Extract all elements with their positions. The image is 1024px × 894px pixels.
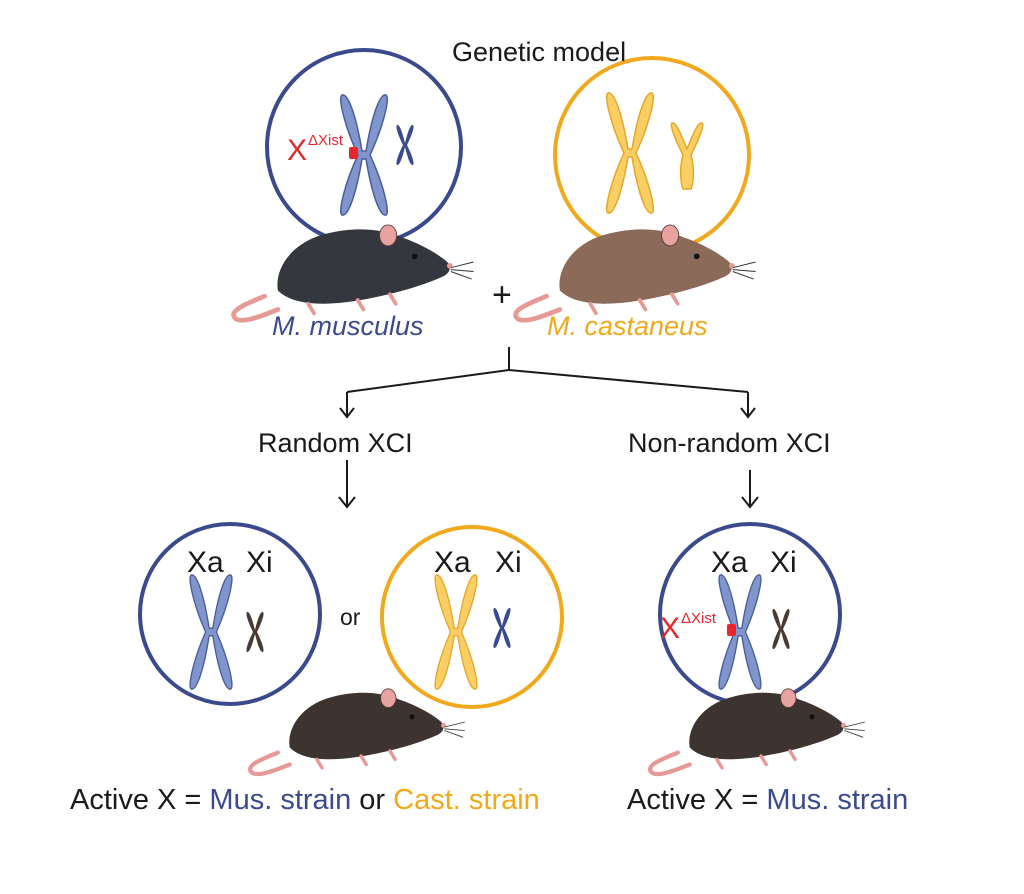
random-blue-xi-label: Xi bbox=[246, 546, 273, 579]
outcome-or: or bbox=[351, 784, 394, 816]
random-outcome-label: Active X = Mus. strain or Cast. strain bbox=[70, 784, 540, 817]
castaneus-x-chromosome bbox=[606, 92, 654, 214]
random-blue-active-x bbox=[189, 574, 233, 690]
nonrandom-outcome-label: Active X = Mus. strain bbox=[627, 784, 908, 817]
random-yellow-offspring-circle bbox=[380, 525, 564, 709]
deleted-x-superscript: ΔXist bbox=[308, 132, 344, 149]
outcome-prefix: Active X = bbox=[70, 784, 210, 816]
diagram-title: Genetic model bbox=[452, 37, 627, 67]
or-label: or bbox=[340, 604, 361, 630]
deleted-x-base: X bbox=[287, 134, 308, 167]
nonrandom-offspring-mouse bbox=[650, 689, 865, 774]
nonrandom-xci-label: Non-random XCI bbox=[628, 428, 831, 458]
deleted-x-base: X bbox=[660, 612, 681, 645]
random-blue-offspring-circle bbox=[138, 522, 322, 706]
musculus-x-chromosome bbox=[340, 94, 388, 216]
branch-connectors bbox=[338, 347, 759, 509]
nonrandom-active-x bbox=[718, 574, 762, 690]
species-left-label: M. musculus bbox=[272, 311, 424, 341]
castaneus-parent-circle bbox=[553, 56, 751, 254]
deleted-x-superscript: ΔXist bbox=[681, 610, 717, 627]
nonrandom-deleted-x-label: XΔXist bbox=[660, 610, 716, 646]
random-yellow-inactive-x bbox=[493, 607, 511, 649]
nonrandom-xist-deletion-marker bbox=[727, 624, 736, 636]
random-yellow-xa-label: Xa bbox=[434, 546, 471, 579]
nonrandom-xa-label: Xa bbox=[711, 546, 748, 579]
nonrandom-xi-label: Xi bbox=[770, 546, 797, 579]
random-xci-label: Random XCI bbox=[258, 428, 413, 458]
outcome-mus-strain: Mus. strain bbox=[209, 784, 352, 816]
black-mouse bbox=[234, 225, 474, 320]
brown-mouse bbox=[516, 225, 756, 320]
outcome-cast-strain: Cast. strain bbox=[393, 784, 540, 816]
castaneus-y-chromosome bbox=[670, 122, 704, 190]
cross-symbol: + bbox=[492, 276, 512, 314]
random-yellow-xi-label: Xi bbox=[495, 546, 522, 579]
nonrandom-inactive-x bbox=[772, 608, 790, 650]
species-right-label: M. castaneus bbox=[547, 311, 708, 341]
random-yellow-active-x bbox=[434, 574, 478, 690]
musculus-y-chromosome bbox=[396, 124, 414, 166]
outcome-mus-strain: Mus. strain bbox=[766, 784, 909, 816]
outcome-prefix: Active X = bbox=[627, 784, 767, 816]
random-blue-xa-label: Xa bbox=[187, 546, 224, 579]
random-blue-inactive-x bbox=[246, 611, 264, 653]
xist-deletion-marker bbox=[349, 147, 358, 159]
musculus-deleted-x-label: XΔXist bbox=[287, 132, 343, 168]
random-offspring-mouse bbox=[250, 689, 465, 774]
